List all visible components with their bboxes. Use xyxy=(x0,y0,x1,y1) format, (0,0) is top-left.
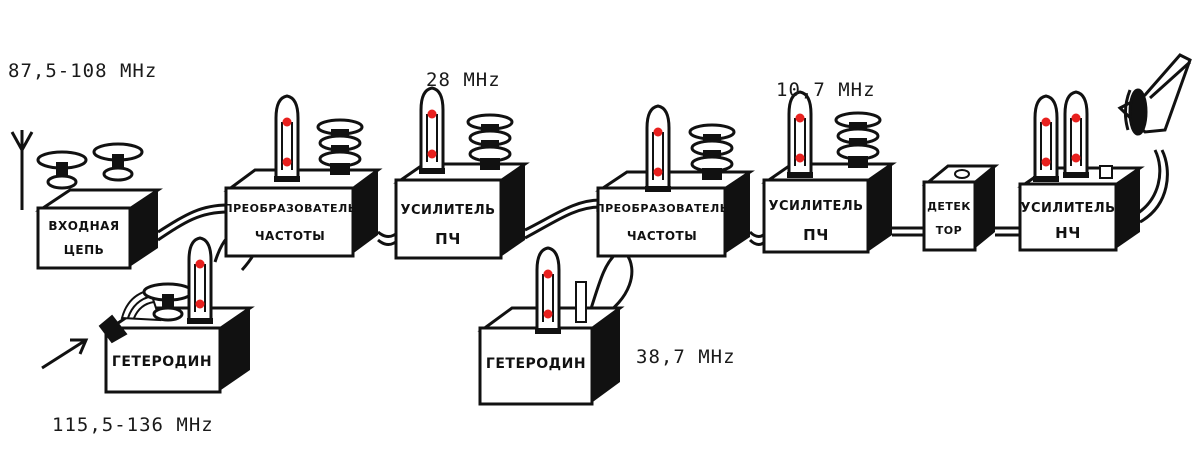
tuning-arrow-icon xyxy=(41,338,89,370)
block-local-oscillator-1: ГЕТЕРОДИН xyxy=(98,236,255,394)
if-amp-1-line-2: ПЧ xyxy=(435,230,461,248)
if-amp-1-line-1: УСИЛИТЕЛЬ xyxy=(400,203,495,218)
input-circuit-line-2: ЦЕПЬ xyxy=(64,243,105,257)
if-amp-2-line-2: ПЧ xyxy=(803,226,829,244)
freq-lo1-label: 115,5-136 MHz xyxy=(52,414,214,436)
block-detector: ДЕТЕК ТОР xyxy=(921,164,1000,252)
block-if-amp-2: УСИЛИТЕЛЬ ПЧ xyxy=(761,90,897,254)
antenna-icon xyxy=(10,130,34,210)
lo-2-label: ГЕТЕРОДИН xyxy=(486,356,586,372)
freq-lo2-label: 38,7 MHz xyxy=(636,346,736,368)
input-circuit-line-1: ВХОДНАЯ xyxy=(48,219,119,233)
lo-1-label: ГЕТЕРОДИН xyxy=(112,354,212,370)
af-amp-line-1: УСИЛИТЕЛЬ xyxy=(1020,201,1115,216)
block-af-amp: УСИЛИТЕЛЬ НЧ xyxy=(1017,90,1145,252)
af-amp-line-2: НЧ xyxy=(1055,224,1081,242)
mixer-1-line-2: ЧАСТОТЫ xyxy=(255,229,325,243)
mixer-2-line-2: ЧАСТОТЫ xyxy=(627,229,697,243)
mixer-2-line-1: ПРЕОБРАЗОВАТЕЛЬ xyxy=(595,202,728,215)
if-amp-2-line-1: УСИЛИТЕЛЬ xyxy=(768,199,863,214)
freq-if2-label: 10,7 MHz xyxy=(776,79,876,101)
block-mixer-1: ПРЕОБРАЗОВАТЕЛЬ ЧАСТОТЫ xyxy=(223,94,383,258)
detector-line-1: ДЕТЕК xyxy=(927,200,971,213)
block-if-amp-1: УСИЛИТЕЛЬ ПЧ xyxy=(393,86,530,260)
block-local-oscillator-2: ГЕТЕРОДИН xyxy=(477,246,625,406)
block-input-circuit: ВХОДНАЯ ЦЕПЬ xyxy=(35,142,163,270)
freq-input-label: 87,5-108 MHz xyxy=(8,60,158,82)
detector-line-2: ТОР xyxy=(936,224,962,237)
freq-if1-label: 28 MHz xyxy=(426,69,501,91)
block-mixer-2: ПРЕОБРАЗОВАТЕЛЬ ЧАСТОТЫ xyxy=(595,104,755,258)
speaker-icon xyxy=(1117,53,1192,136)
mixer-1-line-1: ПРЕОБРАЗОВАТЕЛЬ xyxy=(223,202,356,215)
